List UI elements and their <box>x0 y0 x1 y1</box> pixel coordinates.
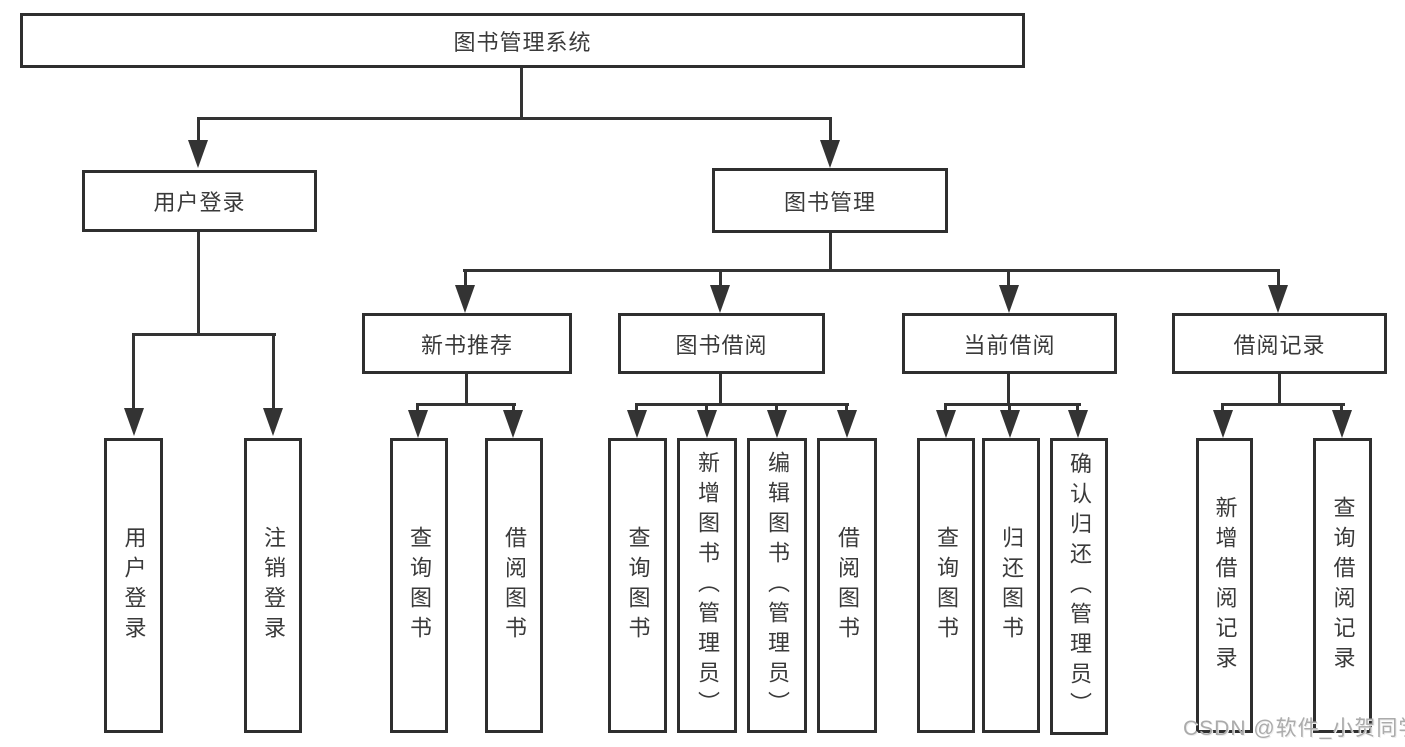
node-label: 用户登录 <box>153 190 246 215</box>
node-label: 图书管理系统 <box>453 29 592 55</box>
node-current-borrowing: 当前借阅 <box>902 313 1117 374</box>
node-label: 图书管理 <box>783 189 876 215</box>
leaf-label: 用户登录 <box>121 525 147 646</box>
connector-drop <box>705 406 708 412</box>
connector-records-bar <box>1221 403 1345 406</box>
connector-drop-current-borrowing <box>1007 272 1010 286</box>
leaf-label: 归还图书 <box>999 525 1024 646</box>
connector-borrowing-trunk <box>719 374 722 406</box>
arrowhead <box>1268 285 1288 313</box>
node-library-management-system: 图书管理系统 <box>20 13 1025 68</box>
arrowhead <box>263 408 283 436</box>
node-label: 图书借阅 <box>675 332 768 358</box>
node-label: 新书推荐 <box>420 332 513 358</box>
leaf-borrowing-edit-books-admin: 编辑图书（管理员） <box>747 438 807 733</box>
leaf-current-confirm-return-admin: 确认归还（管理员） <box>1050 438 1108 735</box>
node-user-login: 用户登录 <box>82 170 317 232</box>
connector-drop <box>1008 406 1011 412</box>
node-book-management: 图书管理 <box>712 168 948 233</box>
arrowhead <box>188 140 208 168</box>
arrowhead <box>124 408 144 436</box>
connector-drop <box>775 406 778 412</box>
connector-drop-book-management <box>829 120 832 140</box>
connector-user-login-bar <box>132 333 276 336</box>
arrowhead <box>455 285 475 313</box>
leaf-label: 注销登录 <box>261 525 286 646</box>
node-label: 当前借阅 <box>963 332 1056 358</box>
leaf-label: 确认归还（管理员） <box>1067 451 1092 722</box>
connector-drop-new-book-recommend <box>464 272 467 286</box>
connector-borrowing-bar <box>635 403 849 406</box>
leaf-label: 查询图书 <box>934 525 959 646</box>
node-borrowing-records: 借阅记录 <box>1172 313 1387 374</box>
connector-drop-leaf-logout <box>272 336 275 408</box>
arrowhead <box>1000 410 1020 438</box>
connector-drop <box>944 406 947 412</box>
connector-recommend-bar <box>416 403 516 406</box>
leaf-current-return-books: 归还图书 <box>982 438 1040 733</box>
connector-drop-book-borrowing <box>719 272 722 286</box>
leaf-label: 编辑图书（管理员） <box>765 450 790 721</box>
connector-drop <box>416 406 419 412</box>
connector-book-management-trunk <box>829 233 832 271</box>
connector-drop <box>512 406 515 412</box>
leaf-records-add-borrow-record: 新增借阅记录 <box>1196 438 1253 733</box>
arrowhead <box>408 410 428 438</box>
arrowhead <box>627 410 647 438</box>
node-book-borrowing: 图书借阅 <box>618 313 825 374</box>
csdn-watermark: CSDN @软件_小贺同学 <box>1183 717 1405 740</box>
leaf-label: 新增图书（管理员） <box>695 450 720 721</box>
arrowhead <box>503 410 523 438</box>
arrowhead <box>697 410 717 438</box>
arrowhead <box>837 410 857 438</box>
arrowhead <box>710 285 730 313</box>
arrowhead <box>936 410 956 438</box>
connector-records-trunk <box>1278 374 1281 406</box>
leaf-label: 借阅图书 <box>835 525 860 646</box>
leaf-recommend-borrow-books: 借阅图书 <box>485 438 543 733</box>
leaf-records-query-borrow-record: 查询借阅记录 <box>1313 438 1372 733</box>
arrowhead <box>1332 410 1352 438</box>
connector-drop <box>1340 406 1343 412</box>
leaf-label: 查询借阅记录 <box>1330 495 1356 676</box>
leaf-borrowing-add-books-admin: 新增图书（管理员） <box>677 438 737 733</box>
connector-drop-leaf-user-login <box>132 336 135 408</box>
leaf-borrowing-borrow-books: 借阅图书 <box>817 438 877 733</box>
arrowhead <box>820 140 840 168</box>
leaf-label: 借阅图书 <box>502 525 527 646</box>
connector-drop <box>1221 406 1224 412</box>
leaf-label: 查询图书 <box>625 525 651 646</box>
connector-book-management-bar <box>463 269 1280 272</box>
arrowhead <box>767 410 787 438</box>
connector-drop <box>635 406 638 412</box>
connector-recommend-trunk <box>465 374 468 406</box>
connector-drop-borrowing-records <box>1277 272 1280 286</box>
leaf-user-login: 用户登录 <box>104 438 163 733</box>
leaf-label: 查询图书 <box>407 525 432 646</box>
leaf-current-query-books: 查询图书 <box>917 438 975 733</box>
connector-current-bar <box>944 403 1081 406</box>
node-new-book-recommend: 新书推荐 <box>362 313 572 374</box>
connector-root-bar <box>197 117 832 120</box>
leaf-label: 新增借阅记录 <box>1212 495 1238 676</box>
arrowhead <box>999 285 1019 313</box>
connector-current-trunk <box>1007 374 1010 406</box>
connector-user-login-trunk <box>197 232 200 336</box>
connector-drop <box>845 406 848 412</box>
arrowhead <box>1213 410 1233 438</box>
connector-drop <box>1076 406 1079 412</box>
leaf-recommend-query-books: 查询图书 <box>390 438 448 733</box>
leaf-borrowing-query-books: 查询图书 <box>608 438 667 733</box>
node-label: 借阅记录 <box>1233 332 1326 358</box>
arrowhead <box>1068 410 1088 438</box>
connector-drop-user-login <box>197 120 200 140</box>
leaf-logout: 注销登录 <box>244 438 302 733</box>
connector-root-trunk <box>520 68 523 120</box>
